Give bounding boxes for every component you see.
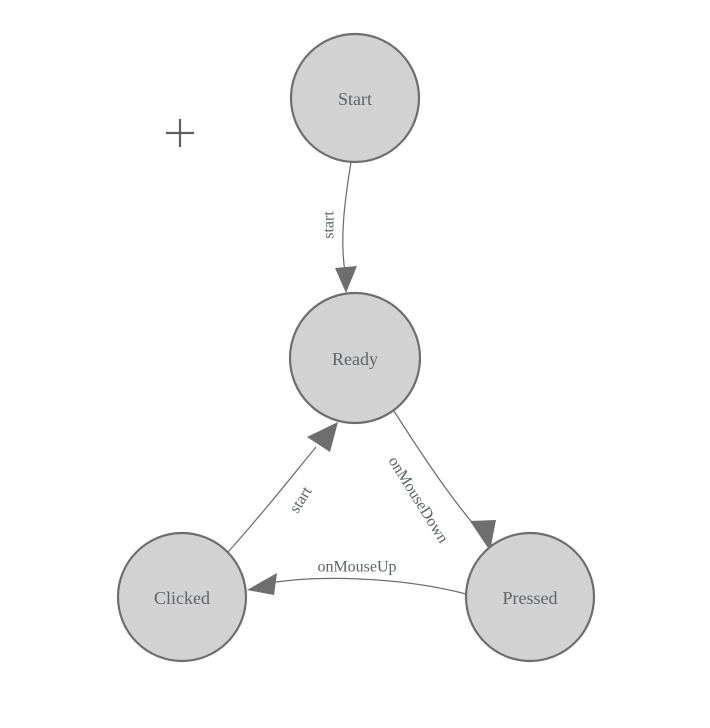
node-label-pressed: Pressed [503, 588, 558, 608]
node-clicked[interactable]: Clicked [116, 531, 248, 663]
edge-clicked-to-ready[interactable]: start [227, 422, 338, 553]
edge-arrowhead-start-to-ready [335, 266, 357, 293]
edge-start-to-ready[interactable]: start [321, 161, 358, 293]
node-circle-pressed[interactable] [464, 531, 596, 663]
node-start[interactable]: Start [289, 32, 421, 164]
edge-arrowhead-ready-to-pressed [470, 520, 496, 551]
edge-label-pressed-to-clicked: onMouseUp [317, 559, 396, 576]
edge-arrowhead-pressed-to-clicked [247, 573, 277, 595]
edge-path-start-to-ready[interactable] [342, 161, 352, 273]
node-label-start: Start [338, 89, 372, 109]
node-pressed[interactable]: Pressed [464, 531, 596, 663]
node-circle-clicked[interactable] [116, 531, 248, 663]
node-circle-ready[interactable] [288, 291, 422, 425]
edge-ready-to-pressed[interactable]: onMouseDown [385, 410, 496, 551]
edge-path-pressed-to-clicked[interactable] [269, 577, 467, 595]
edge-pressed-to-clicked[interactable]: onMouseUp [247, 559, 467, 596]
node-ready[interactable]: Ready [288, 291, 422, 425]
node-label-clicked: Clicked [154, 588, 210, 608]
node-label-ready: Ready [332, 349, 378, 369]
edge-label-start-to-ready: start [321, 211, 338, 239]
edge-label-ready-to-pressed: onMouseDown [385, 454, 452, 547]
edge-path-clicked-to-ready[interactable] [227, 446, 317, 553]
edge-arrowhead-clicked-to-ready [307, 422, 338, 452]
crosshair-icon [166, 119, 194, 147]
edge-label-clicked-to-ready: start [286, 483, 315, 516]
node-circle-start[interactable] [289, 32, 421, 164]
